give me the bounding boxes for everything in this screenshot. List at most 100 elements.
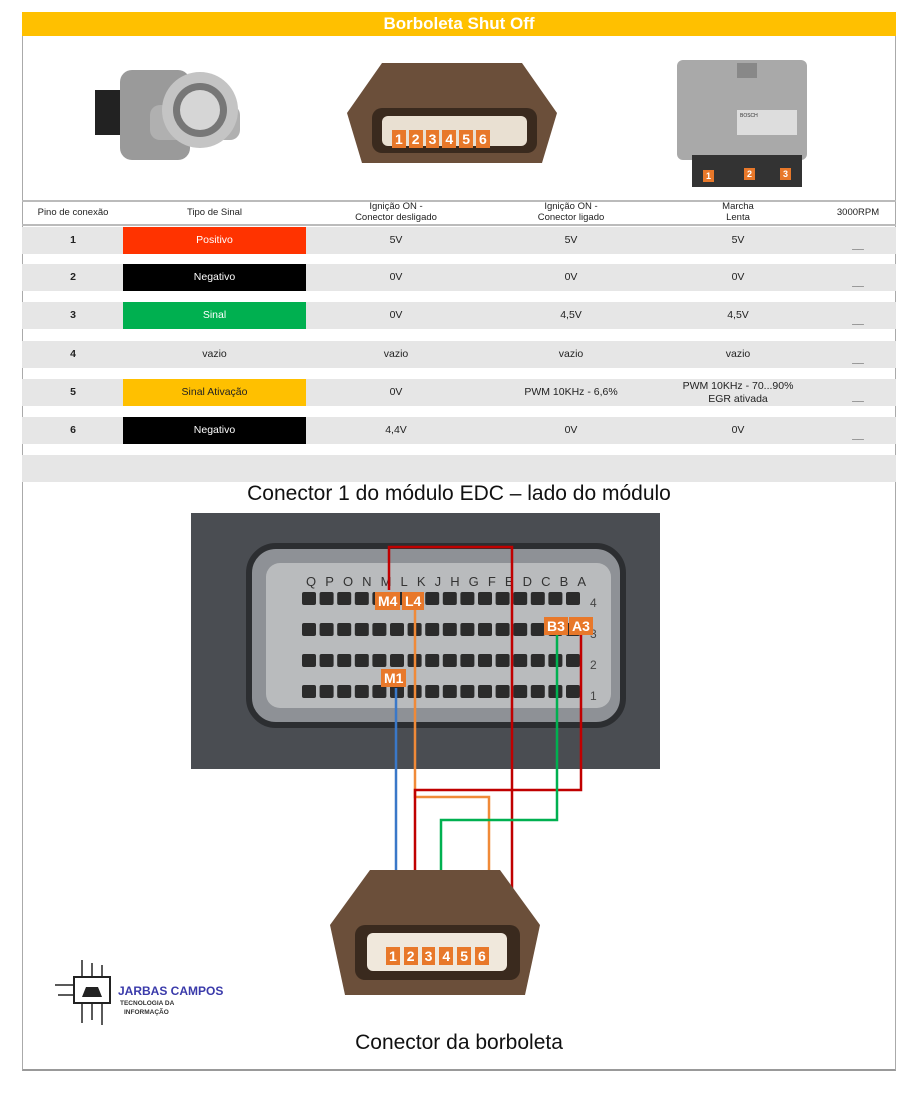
edc-socket (513, 623, 528, 636)
page-title: Borboleta Shut Off (22, 12, 896, 36)
edc-socket (513, 592, 528, 605)
edc-column-letter: Q (306, 574, 317, 589)
value-ign-on: 0V (564, 424, 578, 437)
pin-label: 4 (442, 130, 457, 148)
edc-column-letter: P (325, 574, 334, 589)
ecu-pin-label: 1 (703, 170, 715, 182)
pin-number: 3 (70, 309, 76, 322)
table-header: Pino de conexão Tipo de Sinal Ignição ON… (22, 200, 896, 226)
signal-type: Sinal Ativação (123, 379, 306, 406)
edc-socket (425, 592, 440, 605)
edc-row-number: 4 (590, 596, 597, 610)
ecu-brand: BOSCH (740, 113, 758, 119)
edc-socket (566, 685, 580, 698)
edc-socket (319, 654, 334, 667)
pin-number: 2 (70, 271, 76, 284)
value-3000rpm: __ (852, 314, 864, 327)
header-ign-on: Ignição ON - Conector ligado (537, 201, 605, 223)
edc-socket (302, 592, 316, 605)
value-3000rpm: __ (852, 429, 864, 442)
edc-socket (442, 592, 457, 605)
throttle-body-image (95, 70, 240, 160)
edc-socket (390, 654, 404, 667)
bottom-caption: Conector da borboleta (355, 1031, 563, 1054)
signal-type: Negativo (123, 417, 306, 444)
table-row: 4 vazio vazio vazio vazio __ (22, 341, 896, 368)
edc-column-letter: A (577, 574, 586, 589)
value-ign-on: PWM 10KHz - 6,6% (524, 386, 618, 399)
edc-socket (548, 592, 563, 605)
value-ign-off: 0V (389, 386, 403, 399)
edc-column-letter: K (416, 574, 426, 589)
edc-socket (530, 685, 545, 698)
edc-socket (319, 623, 334, 636)
pin-label: 3 (425, 130, 440, 148)
edc-socket (442, 623, 457, 636)
signal-type: Negativo (123, 264, 306, 291)
edc-socket (566, 654, 580, 667)
value-ign-on: vazio (558, 348, 584, 361)
edc-column-letter: H (450, 574, 460, 589)
edc-label-b3: B3 (544, 617, 568, 635)
value-ign-on: 5V (564, 234, 578, 247)
edc-row-number: 1 (590, 689, 597, 703)
pin-number: 5 (70, 386, 76, 399)
edc-socket (530, 592, 545, 605)
edc-socket (548, 654, 563, 667)
edc-socket (460, 654, 475, 667)
edc-socket (337, 623, 352, 636)
value-idle: PWM 10KHz - 70...90% EGR ativada (682, 380, 794, 405)
edc-socket (319, 592, 334, 605)
empty-row (22, 455, 896, 482)
edc-socket (354, 685, 369, 698)
edc-socket (495, 685, 510, 698)
signal-type: vazio (202, 348, 227, 361)
header-idle: Marcha Lenta (722, 201, 754, 223)
pin-number: 6 (70, 424, 76, 437)
edc-socket (319, 685, 334, 698)
edc-column-letter: N (362, 574, 372, 589)
edc-socket (495, 623, 510, 636)
value-idle: 0V (731, 271, 745, 284)
top-connector-pins: 1 2 3 4 5 6 (392, 130, 490, 148)
edc-socket (478, 592, 492, 605)
value-ign-off: 0V (389, 271, 403, 284)
edc-socket (337, 592, 352, 605)
edc-socket (460, 685, 475, 698)
edc-socket (478, 623, 492, 636)
value-idle: 0V (731, 424, 745, 437)
value-ign-off: 0V (389, 309, 403, 322)
pin-label: 5 (459, 130, 473, 148)
signal-type: Sinal (123, 302, 306, 329)
pin-number: 4 (70, 348, 76, 361)
logo-circuit-icon (55, 960, 111, 1025)
bottom-connector-pins: 1 2 3 4 5 6 (386, 947, 489, 965)
edc-socket (337, 654, 352, 667)
pin-label: 1 (392, 130, 406, 148)
pin-label: 6 (475, 130, 490, 148)
edc-column-letter: M (380, 574, 392, 589)
table-row: 2 Negativo 0V 0V 0V __ (22, 264, 896, 291)
edc-socket (302, 654, 316, 667)
pin-label: 2 (403, 947, 418, 965)
table-row: 3 Sinal 0V 4,5V 4,5V __ (22, 302, 896, 329)
logo-name: JARBAS CAMPOS (118, 984, 224, 998)
edc-socket (390, 623, 404, 636)
value-3000rpm: __ (852, 276, 864, 289)
pin-number: 1 (70, 234, 76, 247)
pin-label: 3 (421, 947, 436, 965)
edc-socket (354, 623, 369, 636)
value-idle: 4,5V (727, 309, 749, 322)
edc-column-letter: D (522, 574, 533, 589)
edc-socket (425, 623, 440, 636)
ecu-pin-label: 3 (780, 168, 792, 180)
edc-socket (337, 685, 352, 698)
edc-row-number: 3 (590, 627, 597, 641)
header-3000rpm: 3000RPM (836, 206, 880, 218)
edc-label-m1: M1 (381, 669, 407, 687)
edc-socket (372, 654, 387, 667)
edc-socket (566, 592, 580, 605)
